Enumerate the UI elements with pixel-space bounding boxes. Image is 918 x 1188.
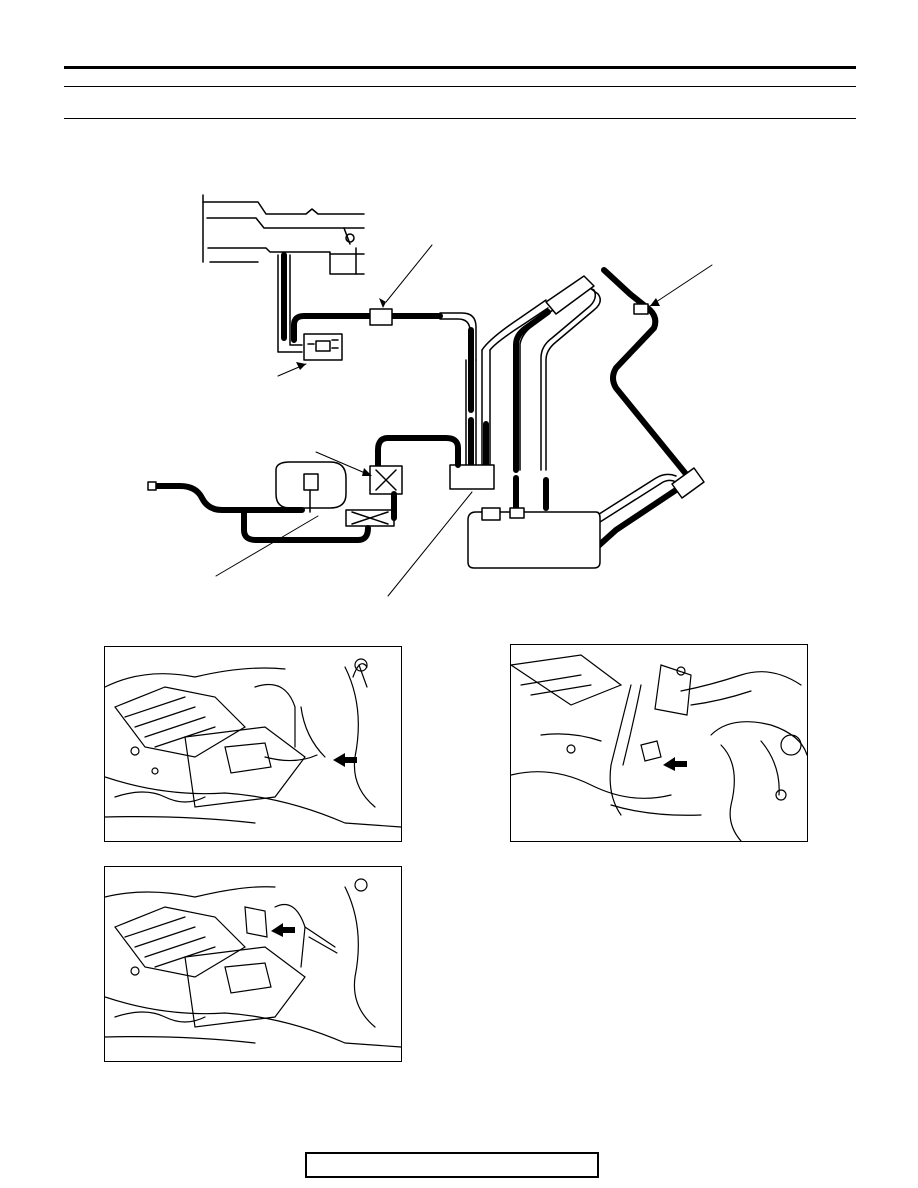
engine-fragment: [202, 194, 365, 275]
arrow-icon: [333, 753, 357, 767]
header-rule: [64, 86, 856, 87]
photo-top-left: [104, 646, 402, 842]
fuel-tank: [467, 511, 601, 569]
section-rule: [64, 118, 856, 119]
photo-bottom-left: [104, 866, 402, 1062]
arrow-icon: [271, 923, 295, 937]
arrow-icon: [663, 757, 687, 771]
footer-page-box: [305, 1152, 599, 1178]
hose-routing-diagram: [147, 194, 713, 597]
header-rule-thick: [64, 66, 856, 69]
photo-top-right: [510, 644, 808, 842]
solenoid-valve-upper: [303, 333, 343, 361]
control-box: [449, 464, 495, 490]
